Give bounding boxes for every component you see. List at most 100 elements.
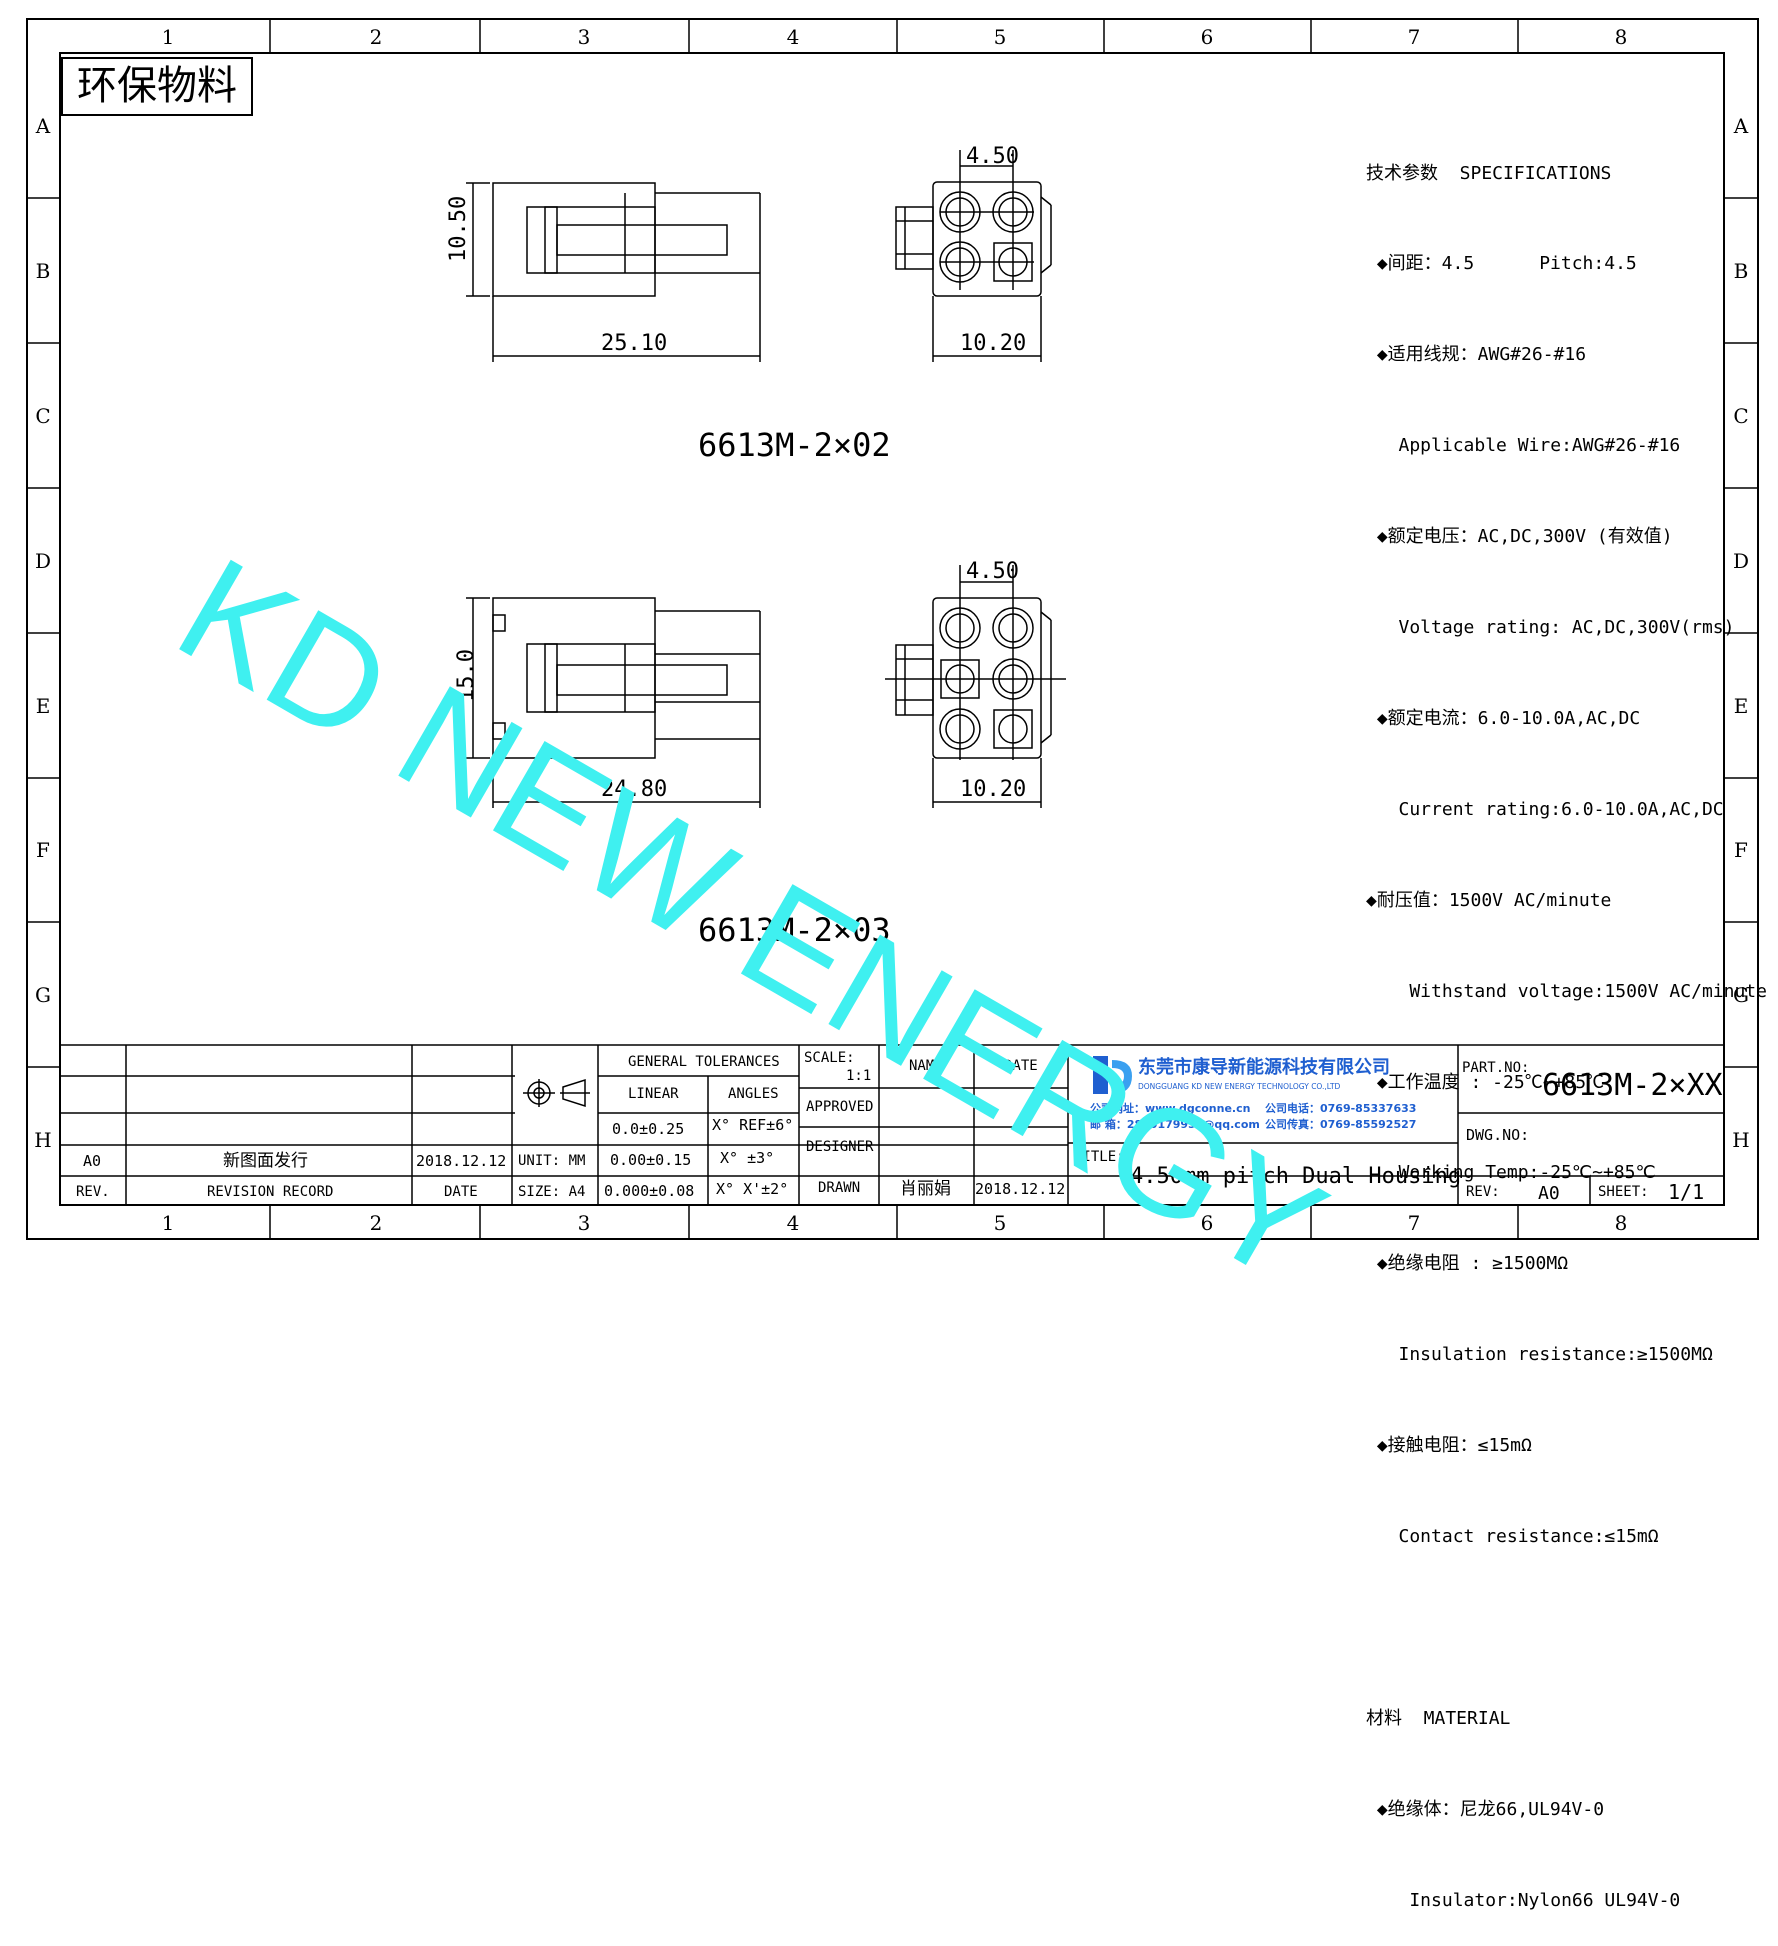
part-no: 6613M-2×XX: [1542, 1068, 1723, 1103]
row-label-g-right: G: [1733, 983, 1749, 1007]
specifications-panel: 技术参数 SPECIFICATIONS ◆间距：4.5 Pitch:4.5 ◆适…: [1366, 98, 1767, 1946]
spec-line: ◆绝缘体：尼龙66,UL94V-0: [1366, 1798, 1605, 1820]
date-column-header: DATE: [444, 1184, 478, 1200]
spec-line: ◆额定电压：AC,DC,300V (有效值): [1366, 526, 1673, 548]
col-label-8-bottom: 8: [1615, 1211, 1628, 1235]
col-label-6-bottom: 6: [1201, 1211, 1214, 1235]
company-phone: 公司电话：0769-85337633: [1265, 1101, 1416, 1115]
eco-material-label: 环保物料: [61, 57, 253, 116]
drawn-date: 2018.12.12: [975, 1180, 1065, 1198]
row-label-c-right: C: [1733, 404, 1748, 428]
spec-line: Insulator:Nylon66 UL94V-0: [1366, 1889, 1681, 1911]
drawing-title: 4.50mm pitch Dual Housing: [1130, 1164, 1461, 1189]
col-label-1-top: 1: [162, 25, 175, 49]
dim-width-2x03: 10.20: [960, 777, 1026, 802]
row-label-h-right: H: [1732, 1128, 1749, 1152]
row-label-a-left: A: [35, 114, 51, 138]
col-label-7-top: 7: [1408, 25, 1421, 49]
drawn-label: DRAWN: [818, 1180, 860, 1196]
gen-tol-label: GENERAL TOLERANCES: [628, 1054, 780, 1070]
spec-line: Voltage rating: AC,DC,300V(rms): [1366, 617, 1735, 639]
col-label-8-top: 8: [1615, 25, 1628, 49]
row-label-e-left: E: [36, 694, 51, 718]
tol-linear-1: 0.0±0.25: [612, 1120, 684, 1138]
col-label-3-bottom: 3: [578, 1211, 591, 1235]
linear-label: LINEAR: [628, 1086, 679, 1102]
spec-line: ◆额定电流：6.0-10.0A,AC,DC: [1366, 707, 1641, 729]
company-name-en: DONGGUANG KD NEW ENERGY TECHNOLOGY CO.,L…: [1138, 1082, 1341, 1091]
company-logo-icon: [1093, 1056, 1132, 1094]
approved-label: APPROVED: [806, 1099, 873, 1115]
spec-line: Contact resistance:≤15mΩ: [1366, 1525, 1659, 1547]
spec-line: ◆适用线规：AWG#26-#16: [1366, 344, 1587, 366]
scale-label: SCALE:: [804, 1050, 855, 1066]
drawing-sheet: 1 2 3 4 5 6 7 8 1 2 3 4 5 6 7 8 A B C D …: [26, 18, 1759, 1240]
title-block: [60, 1044, 1724, 1205]
row-label-c-left: C: [35, 404, 50, 428]
dim-pitch-2x03: 4.50: [966, 559, 1019, 584]
end-view-2x02: [895, 150, 1052, 362]
revision-record-text: 新图面发行: [223, 1151, 308, 1171]
dim-length-2x03: 24.80: [601, 777, 667, 802]
row-label-e-right: E: [1734, 694, 1749, 718]
row-label-h-left: H: [34, 1128, 51, 1152]
company-fax: 公司传真：0769-85592527: [1265, 1117, 1416, 1131]
spec-line: Insulation resistance:≥1500MΩ: [1366, 1344, 1713, 1366]
tol-angle-3: X° X'±2°: [716, 1180, 788, 1198]
tol-angle-1: X° REF±6°: [712, 1116, 793, 1134]
spec-line: 材料 MATERIAL: [1366, 1707, 1511, 1729]
model-label-2x03: 6613M-2×03: [698, 911, 891, 949]
spec-line: Working Temp:-25℃~+85℃: [1366, 1162, 1656, 1184]
drawn-name: 肖丽娟: [900, 1179, 951, 1199]
col-label-1-bottom: 1: [162, 1211, 175, 1235]
row-label-f-left: F: [36, 838, 50, 862]
row-label-b-left: B: [36, 259, 51, 283]
col-label-4-top: 4: [787, 25, 800, 49]
side-view-2x03: [466, 597, 761, 808]
scale-value: 1:1: [846, 1068, 871, 1084]
rev-label: REV:: [1466, 1184, 1500, 1200]
row-label-d-left: D: [35, 549, 51, 573]
row-label-a-right: A: [1733, 114, 1749, 138]
designer-label: DESIGNER: [806, 1139, 874, 1155]
spec-line: ◆绝缘电阻 : ≥1500MΩ: [1366, 1253, 1569, 1275]
revision-date: 2018.12.12: [416, 1152, 506, 1170]
spec-line: Current rating:6.0-10.0A,AC,DC: [1366, 798, 1724, 820]
end-view-2x03: [885, 565, 1066, 808]
company-website: 公司网址：www.dgconne.cn: [1090, 1101, 1250, 1115]
row-label-g-left: G: [35, 983, 51, 1007]
spec-line: ◆接触电阻：≤15mΩ: [1366, 1435, 1532, 1457]
sheet-label: SHEET:: [1598, 1184, 1649, 1200]
name-header: NAME: [909, 1058, 943, 1074]
spec-line: Applicable Wire:AWG#26-#16: [1366, 435, 1681, 457]
rev-value: A0: [1538, 1183, 1560, 1204]
spec-line: ◆间距：4.5 Pitch:4.5: [1366, 253, 1637, 275]
spec-line: ◆工作温度 : -25℃~+85℃: [1366, 1071, 1605, 1093]
col-label-2-bottom: 2: [370, 1211, 383, 1235]
unit-label: UNIT: MM: [518, 1153, 585, 1169]
spec-line: 技术参数 SPECIFICATIONS: [1366, 162, 1612, 184]
revision-record-header: REVISION RECORD: [207, 1184, 333, 1200]
dim-height-2x03: 15.0: [454, 649, 479, 702]
side-view-2x02: [466, 182, 761, 362]
row-label-b-right: B: [1734, 259, 1749, 283]
col-label-5-top: 5: [994, 25, 1007, 49]
dim-height-2x02: 10.50: [446, 196, 471, 262]
title-label: TITLE:: [1074, 1149, 1125, 1165]
angles-label: ANGLES: [728, 1086, 779, 1102]
dim-length-2x02: 25.10: [601, 331, 667, 356]
sheet-value: 1/1: [1668, 1180, 1704, 1204]
inner-border: [59, 52, 1725, 1206]
part-no-label: PART.NO:: [1462, 1060, 1529, 1076]
spec-line: Withstand voltage:1500V AC/minute: [1366, 980, 1767, 1002]
col-label-3-top: 3: [578, 25, 591, 49]
col-label-6-top: 6: [1201, 25, 1214, 49]
col-label-5-bottom: 5: [994, 1211, 1007, 1235]
outer-border: [26, 18, 1759, 1240]
row-label-d-right: D: [1733, 549, 1749, 573]
tol-linear-3: 0.000±0.08: [604, 1182, 694, 1200]
size-label: SIZE: A4: [518, 1184, 585, 1200]
dim-pitch-2x02: 4.50: [966, 144, 1019, 169]
col-label-2-top: 2: [370, 25, 383, 49]
tol-angle-2: X° ±3°: [720, 1149, 774, 1167]
